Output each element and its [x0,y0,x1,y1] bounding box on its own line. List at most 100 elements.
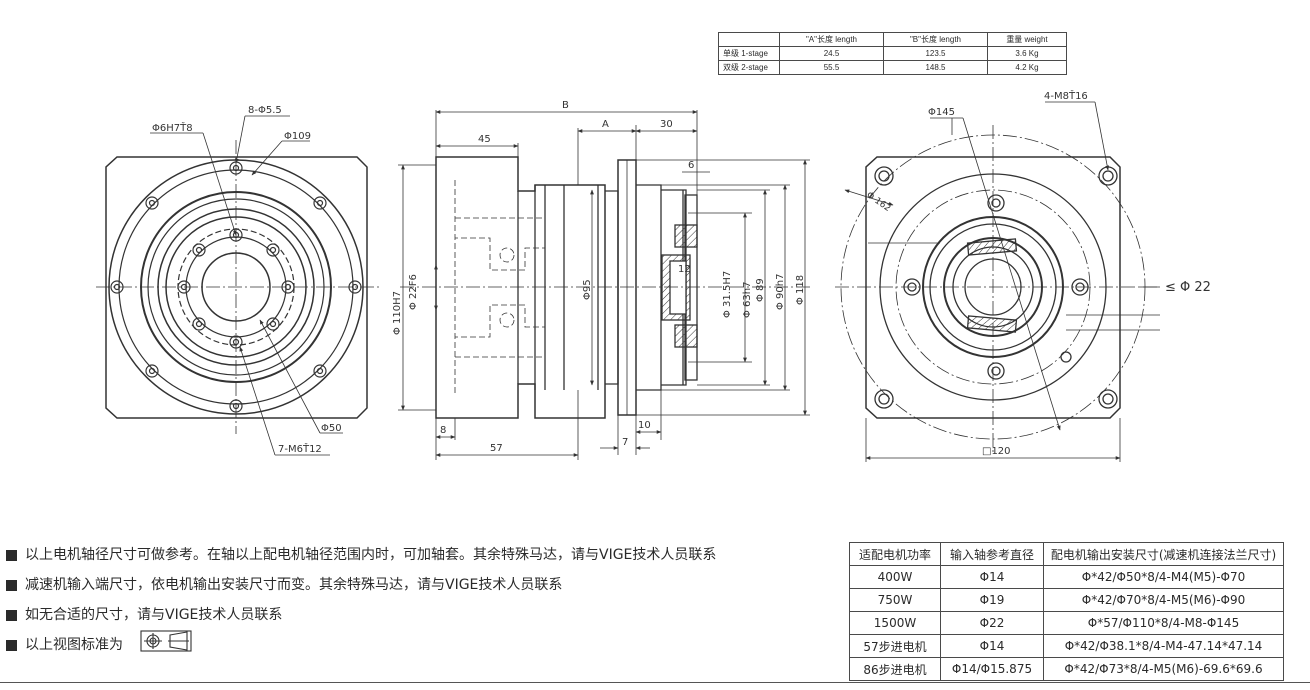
dim-30: 30 [660,119,673,130]
note-text: 以上视图标准为 [25,637,123,653]
table-cell: 双级 2-stage [718,60,780,75]
tap-hole [987,362,1005,380]
dim-10: 10 [638,420,651,431]
table-cell: Φ14/Φ15.875 [940,657,1044,681]
mount-hole [110,280,124,294]
table-header-cell: "A"长度 length [779,32,884,47]
dim-A: A [602,119,609,130]
table-header-cell [718,32,780,47]
tap-hole [281,280,295,294]
rear-view-labels: Φ145 4-M8Ť16 Φ 162 ≤ Φ 22 □120 [864,89,1211,457]
table-header-cell: 适配电机功率 [849,542,941,566]
dia-118: Φ 118 [795,275,806,305]
front-view-labels: Φ6H7Ť8 8-Φ5.5 Φ109 Φ50 7-M6Ť12 [152,105,342,455]
table-cell: 750W [849,588,941,612]
tap-hole [266,317,280,331]
table-cell: Φ*42/Φ38.1*8/4-M4-47.14*47.14 [1043,634,1284,658]
table-cell: Φ19 [940,588,1044,612]
note-text: 以上电机轴径尺寸可做参考。在轴以上配电机轴径范围内时，可加轴套。其余特殊马达，请… [25,547,717,563]
holes-label: 8-Φ5.5 [248,105,282,116]
table-cell: Φ*42/Φ70*8/4-M5(M6)-Φ90 [1043,588,1284,612]
table-cell: 3.6 Kg [987,46,1067,61]
table-cell: 4.2 Kg [987,60,1067,75]
mount-hole [145,364,159,378]
rear-view [835,101,1160,462]
dim-B: B [562,100,569,111]
taps-label: 7-M6Ť12 [278,442,322,455]
mount-hole [348,280,362,294]
tap-hole [266,243,280,257]
dia-145-label: Φ145 [928,107,955,118]
tap-hole [229,335,243,349]
mount-hole [1098,389,1118,409]
bore-label: Φ50 [321,423,342,434]
table-row: 750W Φ19 Φ*42/Φ70*8/4-M5(M6)-Φ90 [849,588,1284,612]
table-cell: 86步进电机 [849,657,941,681]
tap-hole [987,194,1005,212]
mount-hole [874,166,894,186]
note-text: 减速机输入端尺寸，依电机输出安装尺寸而变。其余特殊马达，请与VIGE技术人员联系 [25,577,563,593]
table-row: 单级 1-stage 24.5 123.5 3.6 Kg [718,46,1067,61]
bullet-icon [6,579,17,591]
table-row: 适配电机功率 输入轴参考直径 配电机输出安装尺寸(减速机连接法兰尺寸) [849,542,1284,566]
dim-6: 6 [688,160,694,171]
table-row: 86步进电机 Φ14/Φ15.875 Φ*42/Φ73*8/4-M5(M6)-6… [849,657,1284,681]
tap-hole [192,243,206,257]
note-text: 如无合适的尺寸，请与VIGE技术人员联系 [25,607,283,623]
table-row: 双级 2-stage 55.5 148.5 4.2 Kg [718,60,1067,75]
dia-90: Φ 90h7 [775,274,786,310]
table-header-cell: 配电机输出安装尺寸(减速机连接法兰尺寸) [1043,542,1284,566]
dim-12: 12 [678,264,691,275]
side-view [398,110,810,460]
table-row: "A"长度 length "B"长度 length 重量 weight [718,32,1067,47]
mount-hole [313,364,327,378]
motor-table: 适配电机功率 输入轴参考直径 配电机输出安装尺寸(减速机连接法兰尺寸) 400W… [849,542,1284,681]
tap-hole [1071,278,1089,296]
rear-taps-label: 4-M8Ť16 [1044,89,1088,102]
table-cell: Φ*57/Φ110*8/4-M8-Φ145 [1043,611,1284,635]
tap-hole [192,317,206,331]
dia-89: Φ 89 [755,278,766,302]
table-cell: 1500W [849,611,941,635]
table-cell: Φ14 [940,634,1044,658]
tap-hole [177,280,191,294]
table-cell: Φ*42/Φ50*8/4-M4(M5)-Φ70 [1043,565,1284,589]
dim-45: 45 [478,134,491,145]
table-header-cell: 输入轴参考直径 [940,542,1044,566]
table-cell: Φ14 [940,565,1044,589]
table-cell: 单级 1-stage [718,46,780,61]
note-item: 如无合适的尺寸，请与VIGE技术人员联系 [6,600,716,630]
spec-table: "A"长度 length "B"长度 length 重量 weight 单级 1… [718,32,1067,75]
dia-63: Φ 63h7 [742,282,753,318]
table-row: 57步进电机 Φ14 Φ*42/Φ38.1*8/4-M4-47.14*47.14 [849,634,1284,658]
front-view [96,115,380,456]
dia-22: Φ 22F6 [408,274,419,310]
table-cell: 24.5 [779,46,884,61]
bottom-divider [0,682,1310,683]
table-row: 400W Φ14 Φ*42/Φ50*8/4-M4(M5)-Φ70 [849,565,1284,589]
dim-8: 8 [440,425,446,436]
table-cell: Φ22 [940,611,1044,635]
bullet-icon [6,549,17,561]
square-label: □120 [982,446,1011,457]
table-cell: 55.5 [779,60,884,75]
notes-list: 以上电机轴径尺寸可做参考。在轴以上配电机轴径范围内时，可加轴套。其余特殊马达，请… [6,540,716,660]
note-item: 以上视图标准为 [6,630,716,660]
table-cell: Φ*42/Φ73*8/4-M5(M6)-69.6*69.6 [1043,657,1284,681]
dia-162-label: Φ 162 [864,190,892,214]
table-cell: 123.5 [883,46,988,61]
mount-hole [874,389,894,409]
projection-symbol-icon [140,630,192,652]
dim-57: 57 [490,443,503,454]
tap-hole [903,278,921,296]
mount-hole [145,196,159,210]
side-view-labels: B A 45 30 6 8 57 7 10 12 Φ 110H7 Φ 22F6 … [392,100,806,454]
mount-hole [313,196,327,210]
dia-110: Φ 110H7 [392,291,403,335]
note-item: 以上电机轴径尺寸可做参考。在轴以上配电机轴径范围内时，可加轴套。其余特殊马达，请… [6,540,716,570]
pilot-label: Φ6H7Ť8 [152,121,193,134]
shaft-max-label: ≤ Φ 22 [1165,280,1211,295]
dia-31-5: Φ 31.5H7 [722,271,733,318]
table-cell: 148.5 [883,60,988,75]
